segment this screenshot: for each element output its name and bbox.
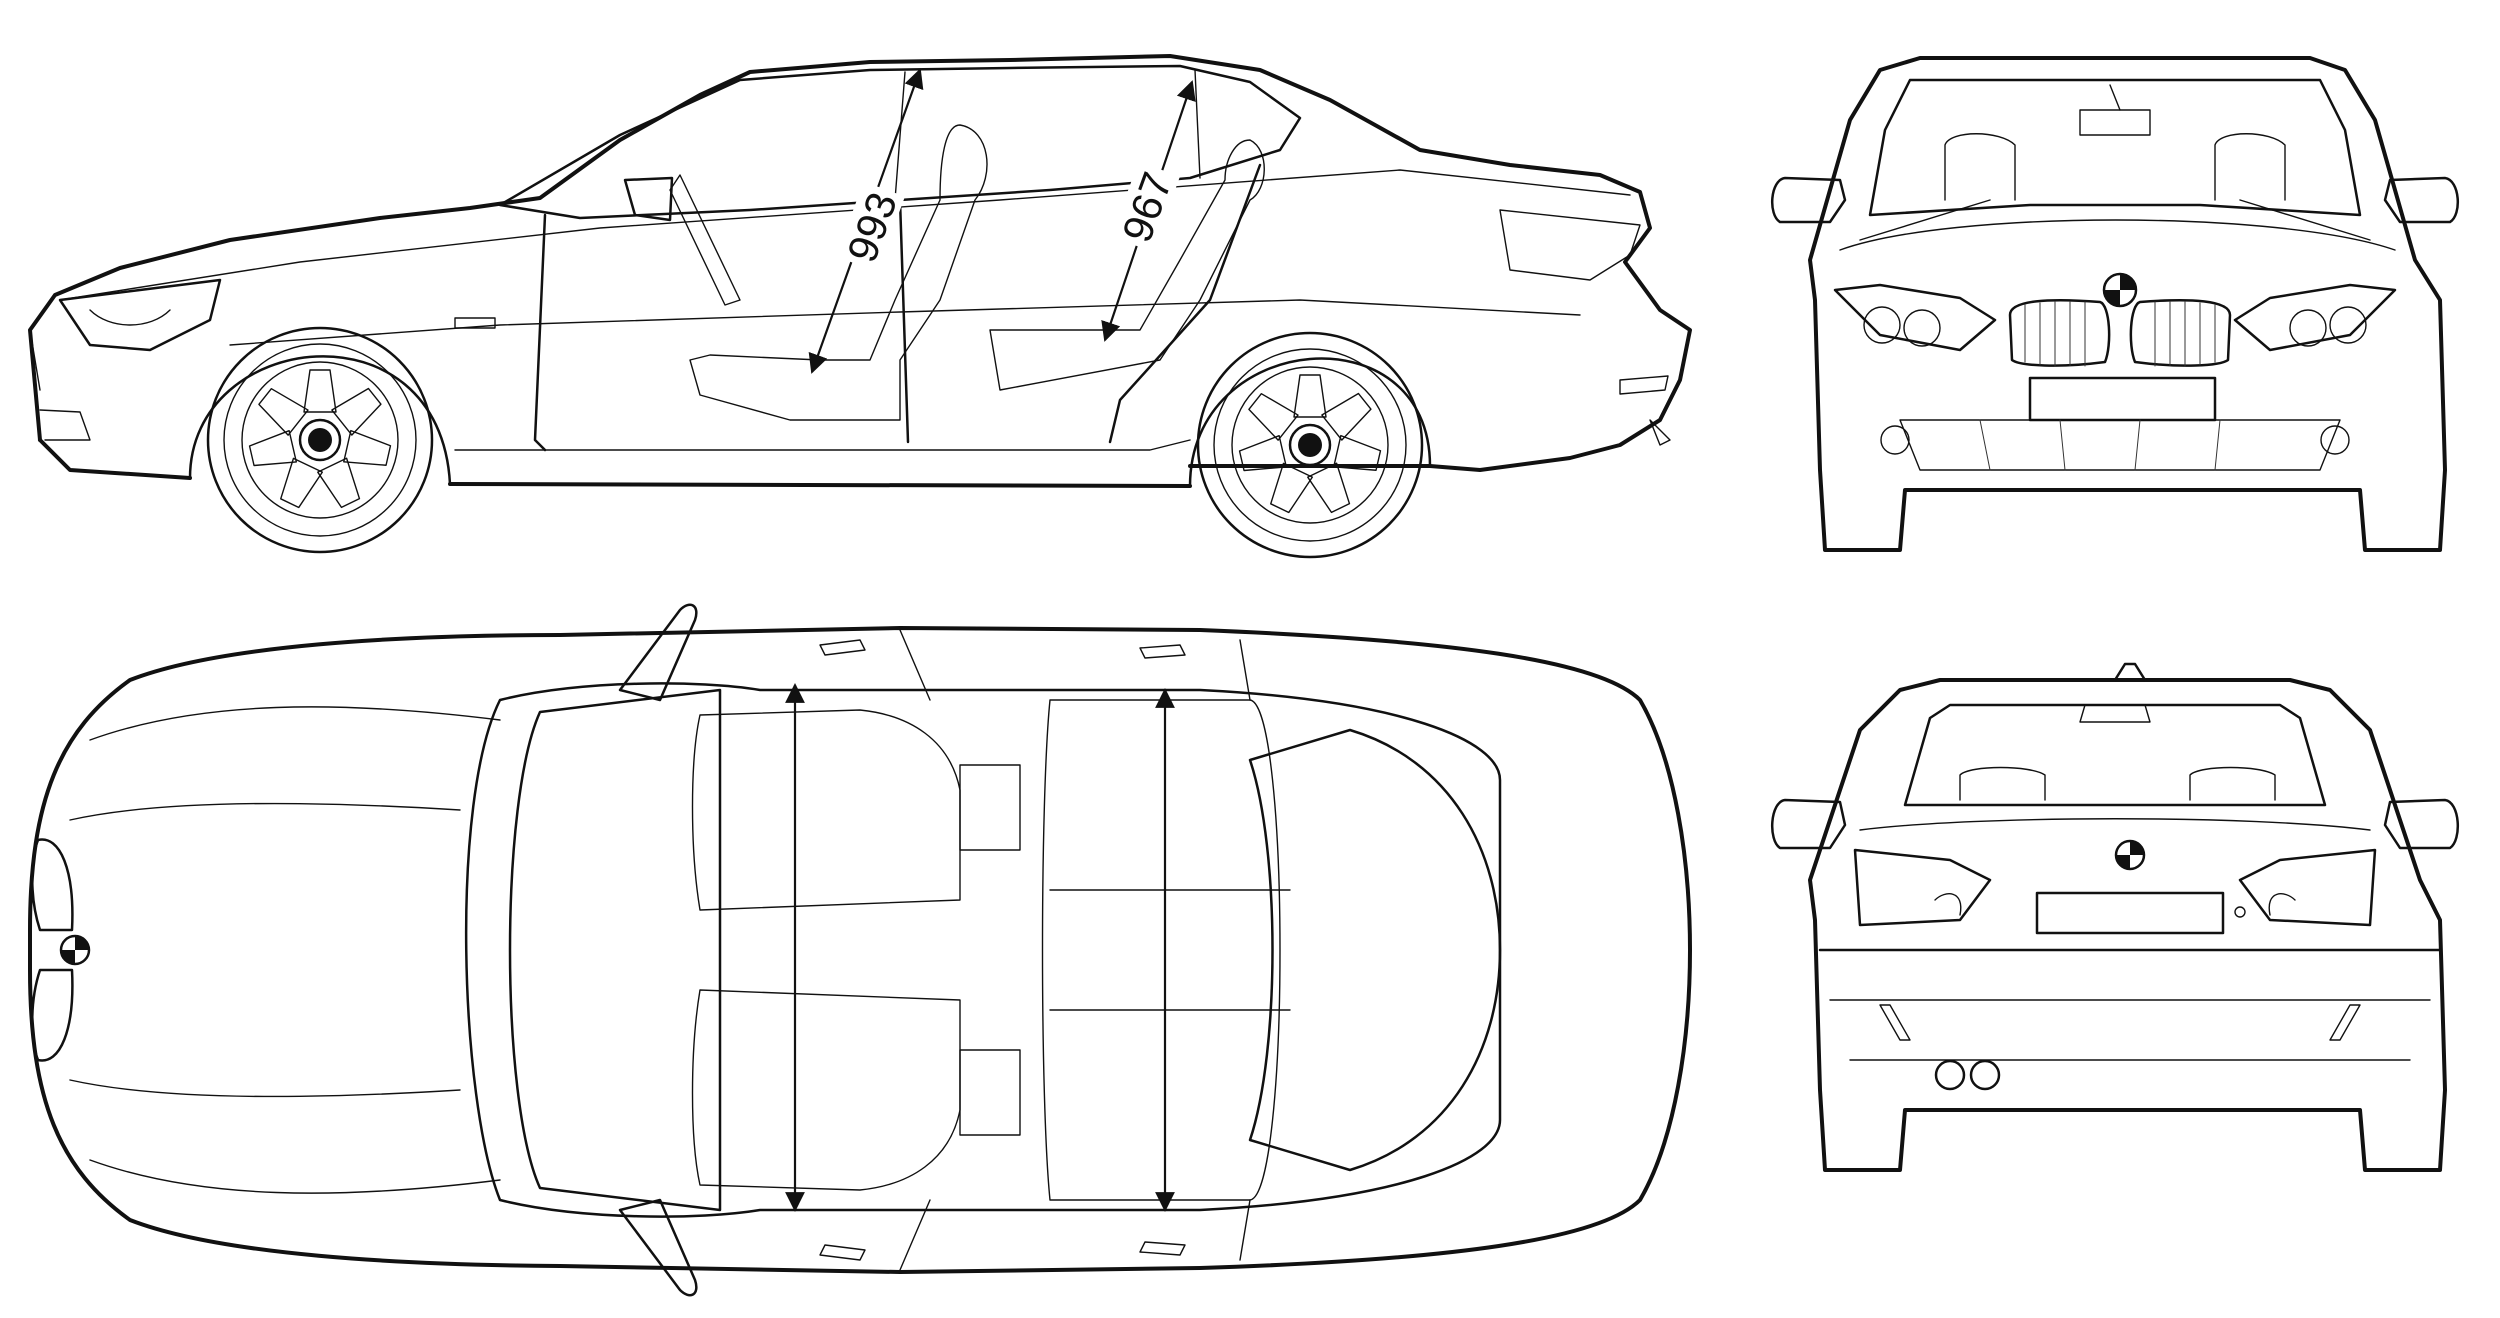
front-wheel-side xyxy=(206,326,434,554)
side-view: 993 967 xyxy=(28,54,1692,559)
front-view xyxy=(1770,56,2460,552)
rear-wheel-side xyxy=(1196,331,1424,559)
top-view xyxy=(28,603,1692,1297)
rear-view xyxy=(1770,662,2460,1172)
